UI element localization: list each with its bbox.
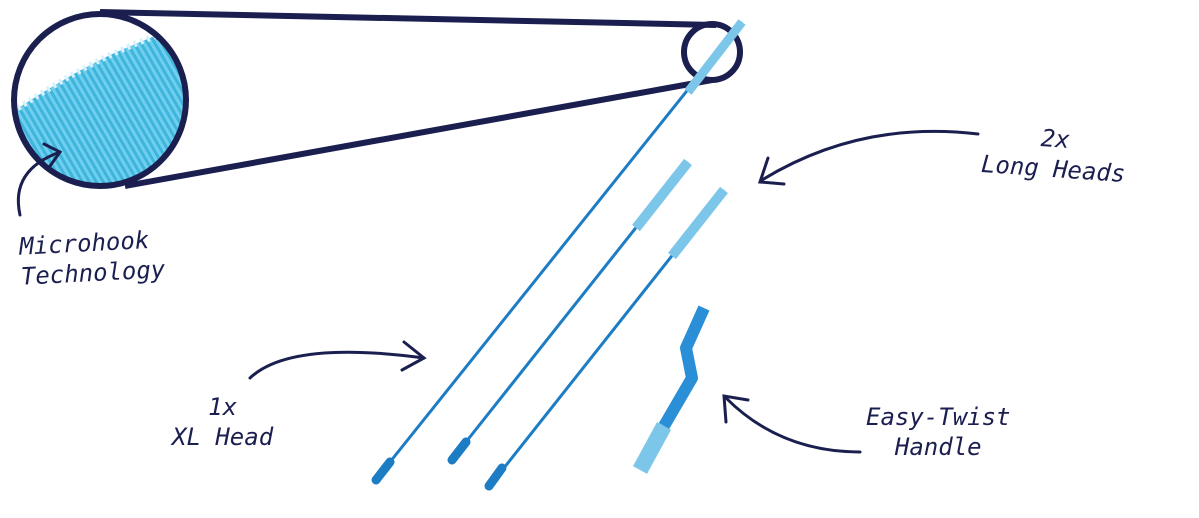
label-line: Easy-Twist <box>866 403 1011 431</box>
xl-head-rod <box>371 19 746 485</box>
label-line: XL Head <box>172 423 274 451</box>
magnifier-lens <box>11 9 743 189</box>
label-microhook: Microhook Technology <box>19 224 166 291</box>
long-head-rod-2 <box>484 186 728 491</box>
label-handle: Easy-Twist Handle <box>866 402 1011 462</box>
arrow-microhook <box>16 142 63 217</box>
label-xl-head: 1x XL Head <box>172 392 273 452</box>
arrow-long-heads <box>757 129 980 186</box>
arrow-xl-head <box>248 340 427 380</box>
label-line: Handle <box>894 433 982 461</box>
label-long-heads: 2x Long Heads <box>980 119 1128 189</box>
easy-twist-handle <box>632 305 710 474</box>
arrow-handle <box>722 394 862 454</box>
long-head-rod-1 <box>447 158 692 465</box>
label-line: 1x <box>208 393 238 421</box>
